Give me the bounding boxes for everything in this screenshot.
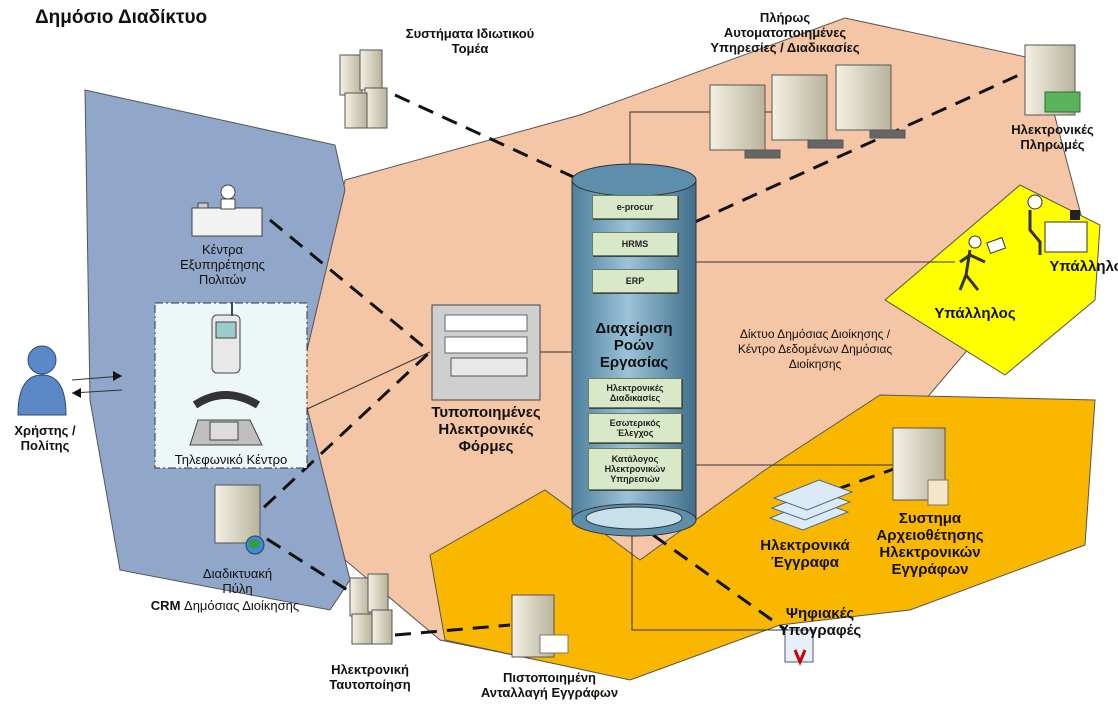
connector-callcenter [304,351,431,411]
service-centers-label: Κέντρα Εξυπηρέτησης Πολιτών [180,242,265,287]
private-sector-label: Συστήματα Ιδιωτικού Τομέα [405,26,535,56]
module-catalog: Κατάλογος Ηλεκτρονικών Υπηρεσιών [588,448,682,490]
web-portal-label: Διαδικτυακή Πύλη [202,566,273,596]
desk-phone-icon [189,391,263,446]
archiving-system-label: Συστημα Αρχειοθέτησης Ηλεκτρονικών Εγγρά… [876,510,984,578]
dash-private-sector [394,93,581,182]
automated-servers-icon [709,64,906,159]
e-identification-label: Ηλεκτρονική Ταυτοποίηση [329,662,411,692]
signature-certificate-icon [784,629,814,666]
employee-label-1: Υπάλληλος [1049,258,1118,275]
automated-services-label: Πλήρως Αυτοματοποιημένες Υπηρεσίες / Δια… [710,10,860,55]
archive-server-icon [892,427,949,506]
walking-employee-icon [958,235,1007,291]
employee-label-2: Υπάλληλος [934,305,1016,322]
digital-signatures-label: Ψηφιακές Υπογραφές [778,605,862,639]
module-internal-control: Εσωτερικός Έλεγχος [588,413,682,443]
module-eprocur: e-procur [592,195,678,219]
user-icon [17,345,67,416]
mobile-phone-icon [211,302,241,374]
dash-cert-exchange [394,623,511,637]
identification-servers-icon [349,573,393,645]
module-erp: ERP [592,269,678,293]
dash-signatures [631,518,801,642]
payment-server-icon [1024,44,1081,116]
standard-forms-label: Τυποποιημένες Ηλεκτρονικές Φόρμες [431,404,541,455]
e-documents-label: Ηλεκτρονικά Έγγραφα [760,537,850,571]
certified-exchange-label: Πιστοποιημένη Ανταλλαγή Εγγράφων [480,670,619,700]
arrowhead-out [72,388,81,398]
documents-icon [768,479,854,531]
user-label: Χρήστης / Πολίτης [14,423,76,453]
portal-server-icon [214,484,265,555]
connector-signatures [631,535,800,631]
arrowhead-in [113,371,122,381]
crm-label: CRM Δημόσιας Διοίκησης [115,598,335,613]
module-e-procedures: Ηλεκτρονικές Διαδικασίες [588,378,682,408]
call-center-label: Τηλεφωνικό Κέντρο [174,452,288,467]
dash-identification [244,523,361,600]
workflow-label: Διαχείριση Ροών Εργασίας [595,320,673,371]
crm-suffix: Δημόσιας Διοίκησης [180,598,300,613]
private-sector-servers-icon [339,49,388,129]
dash-service-center [269,218,431,354]
desk-employee-icon [1027,194,1088,255]
dash-portal [243,350,432,527]
module-hrms: HRMS [592,232,678,256]
diagram-title: Δημόσιο Διαδίκτυο [35,7,208,28]
service-center-icon [191,184,263,237]
forms-icon [431,304,541,401]
exchange-server-icon [511,594,569,658]
crm-prefix: CRM [150,598,181,613]
e-payments-label: Ηλεκτρονικές Πληρωμές [1011,122,1094,152]
dash-payments [694,68,1031,224]
admin-network-label: Δίκτυο Δημόσιας Διοίκησης / Κέντρο Δεδομ… [737,327,893,371]
